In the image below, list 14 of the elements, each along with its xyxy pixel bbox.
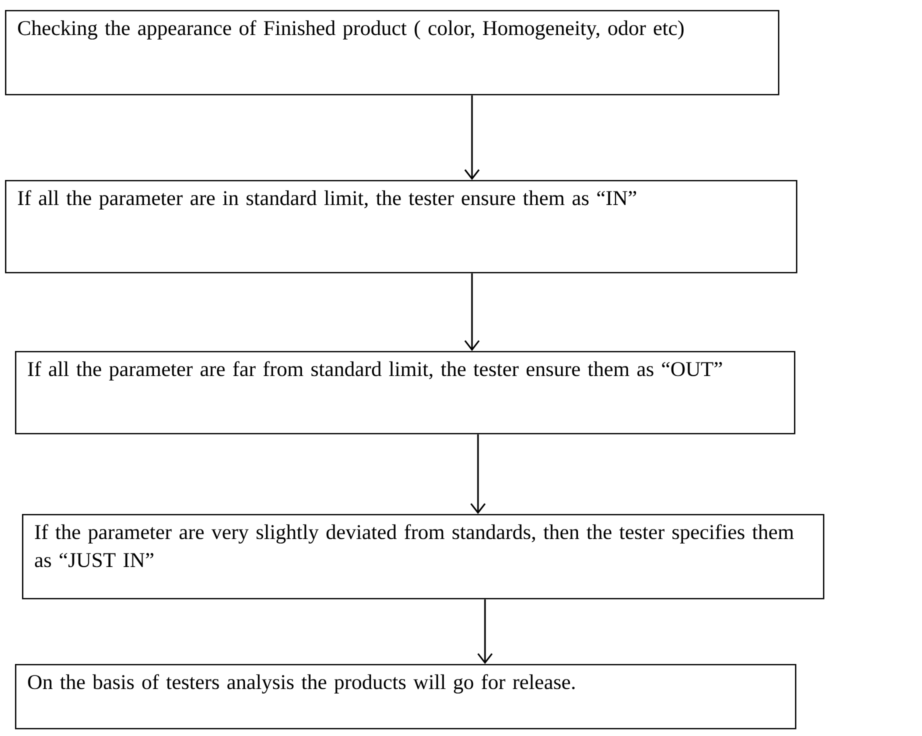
arrow <box>464 95 480 180</box>
process-box <box>15 664 796 730</box>
process-box <box>15 351 796 434</box>
box-text: Checking the appearance of Finished product ( color, Homogeneity, odor etc) <box>18 20 684 40</box>
arrow <box>477 599 493 664</box>
box-text: If all the parameter are far from standard limit, the tester ensure them as “OUT” <box>28 361 722 380</box>
process-box <box>22 514 824 600</box>
arrow <box>470 434 486 514</box>
arrow <box>464 273 480 351</box>
process-box <box>5 180 798 274</box>
box-text: If the parameter are very slightly deviated from standards, then the tester specifies them as “JUST IN” <box>34 524 794 568</box>
process-box <box>5 10 780 96</box>
box-text: If all the parameter are in standard limit, the tester ensure them as “IN” <box>18 190 636 210</box>
box-text: On the basis of testers analysis the products will go for release. <box>28 674 575 694</box>
